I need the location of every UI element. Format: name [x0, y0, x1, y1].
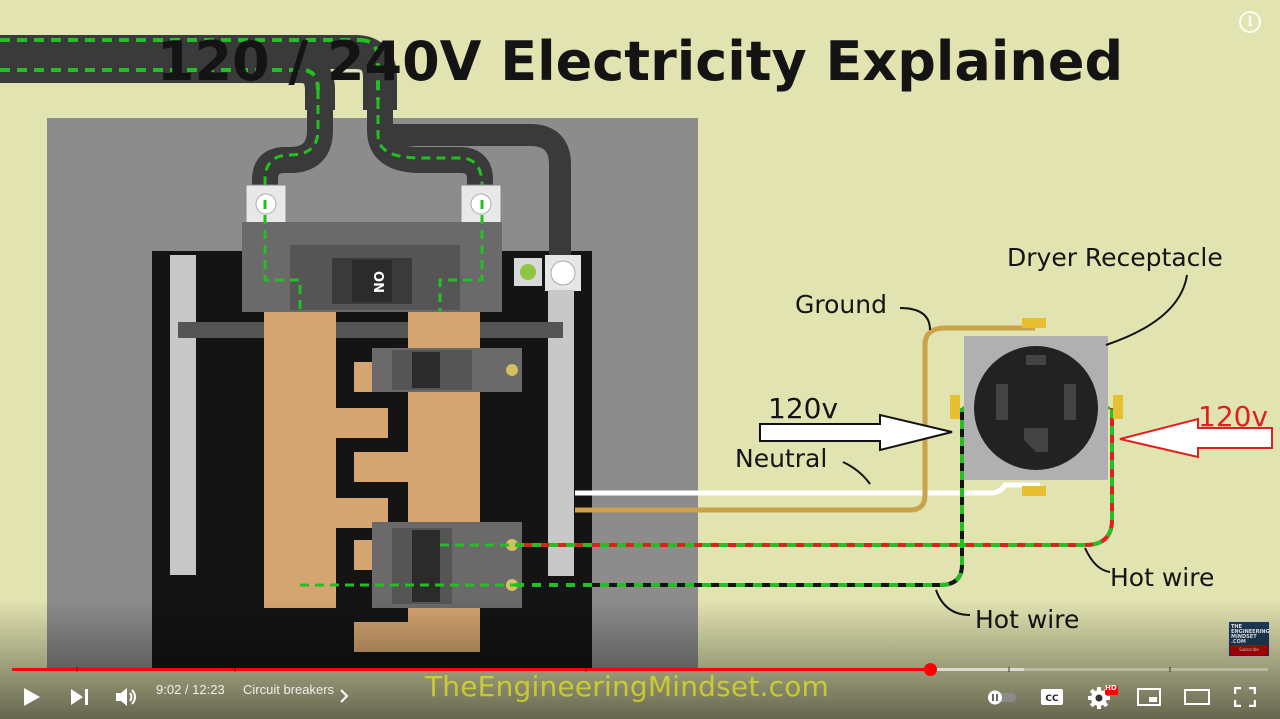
main-breaker-on-label: ON [370, 271, 385, 293]
progress-bar[interactable] [12, 663, 1268, 676]
label-hot-wire-bottom: Hot wire [975, 605, 1079, 634]
volume-icon [116, 688, 136, 706]
autoplay-toggle-icon [988, 690, 1016, 705]
autoplay-toggle[interactable] [984, 682, 1020, 712]
service-conductors [252, 90, 571, 280]
mute-button[interactable] [112, 682, 142, 712]
play-icon [24, 688, 40, 706]
info-icon[interactable]: i [1239, 11, 1261, 33]
chapter-marker [234, 667, 236, 672]
captions-button[interactable]: CC [1037, 682, 1067, 712]
label-ground: Ground [795, 290, 887, 319]
play-button[interactable] [18, 682, 46, 712]
svg-text:CC: CC [1045, 694, 1059, 704]
feeder-cable [0, 35, 397, 110]
time-display: 9:02 / 12:23 [156, 682, 225, 697]
label-dryer-receptacle: Dryer Receptacle [1007, 243, 1223, 272]
theater-mode-button[interactable] [1181, 682, 1213, 712]
arrow-120v-right [1119, 417, 1273, 459]
next-icon [71, 689, 88, 705]
subscribe-chip: Subscribe [1230, 645, 1268, 655]
chapter-marker [585, 667, 587, 672]
miniplayer-button[interactable] [1134, 682, 1164, 712]
chapter-marker [1169, 667, 1171, 672]
title-overlay: 120 / 240V Electricity Explained [157, 30, 1123, 93]
label-neutral: Neutral [735, 444, 827, 473]
chapter-marker [1008, 667, 1010, 672]
fullscreen-icon [1234, 687, 1256, 707]
arrow-120v-left [759, 413, 953, 452]
miniplayer-icon [1137, 688, 1161, 706]
settings-button[interactable]: HD [1086, 682, 1120, 712]
dryer-receptacle [950, 318, 1123, 496]
fullscreen-button[interactable] [1230, 682, 1260, 712]
label-voltage-left: 120v [768, 392, 838, 425]
chevron-right-icon[interactable] [339, 688, 349, 708]
captions-icon: CC [1041, 689, 1063, 705]
theater-icon [1184, 689, 1210, 705]
progress-scrubber[interactable] [924, 663, 938, 676]
label-hot-wire-right: Hot wire [1110, 563, 1214, 592]
chapter-marker [76, 667, 78, 672]
hd-badge: HD [1105, 684, 1117, 692]
progress-played [12, 668, 931, 671]
next-button[interactable] [66, 682, 94, 712]
label-voltage-right: 120v [1198, 400, 1268, 433]
settings-icon [1088, 686, 1118, 709]
channel-watermark: TheEngineeringMindset.com [425, 670, 830, 703]
channel-brand-badge[interactable]: THE ENGINEERING MINDSET .COM Subscribe [1228, 621, 1270, 657]
neutral-bar-left [170, 255, 196, 575]
brand-name: THE ENGINEERING MINDSET .COM [1231, 624, 1270, 645]
chapter-title[interactable]: Circuit breakers [243, 682, 335, 697]
circuit-wires [300, 325, 1114, 587]
